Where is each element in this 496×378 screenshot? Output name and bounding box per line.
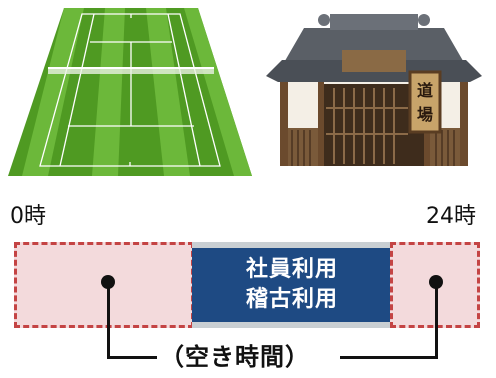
svg-text:場: 場 xyxy=(417,105,433,124)
connector-right-vertical xyxy=(435,282,438,359)
used-slot-line1: 社員利用 xyxy=(245,257,338,282)
start-time-label: 0時 xyxy=(10,204,46,229)
tennis-court-illustration xyxy=(8,8,252,176)
used-slot-line2: 稽古利用 xyxy=(245,287,338,312)
connector-right-horizontal xyxy=(340,356,438,359)
used-slot-label-box: 社員利用 稽古利用 xyxy=(192,248,392,322)
used-slot: 社員利用 稽古利用 xyxy=(192,242,392,328)
dojo-illustration: 道 場 xyxy=(266,14,482,166)
connector-left-vertical xyxy=(107,282,110,359)
end-time-label: 24時 xyxy=(426,204,476,229)
connector-left-horizontal xyxy=(107,356,157,359)
free-time-label: （空き時間） xyxy=(160,343,310,371)
svg-text:道: 道 xyxy=(417,81,433,100)
